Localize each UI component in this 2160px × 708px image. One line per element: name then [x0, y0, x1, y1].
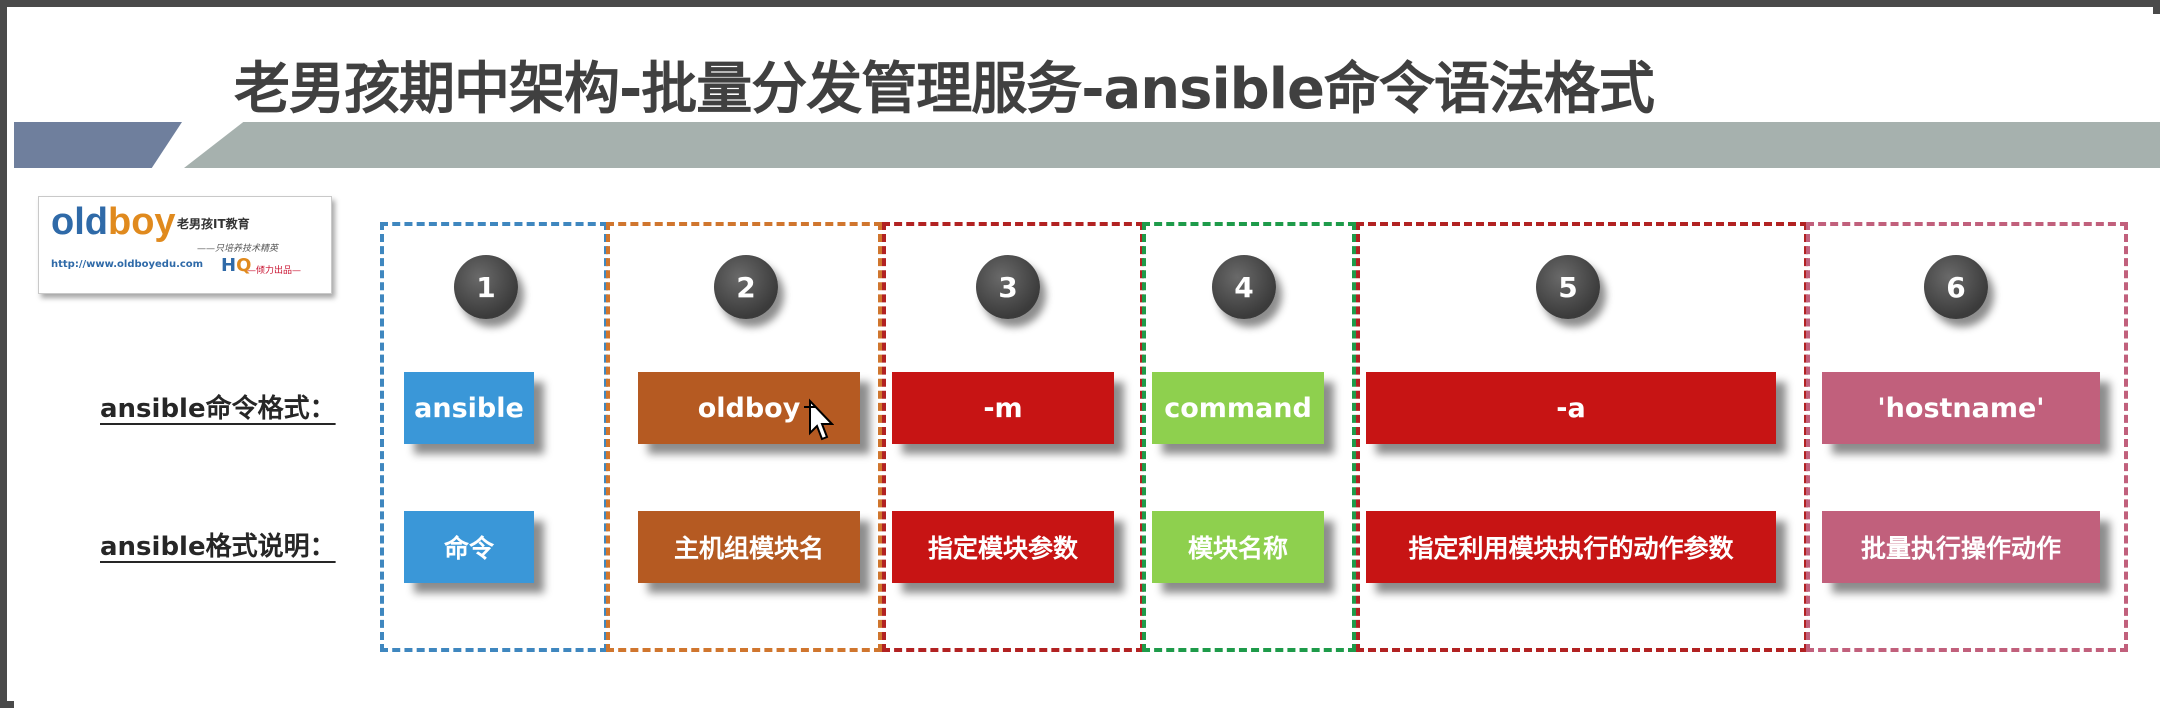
step-number-4: 4: [1212, 255, 1276, 319]
logo-hq-mark: HQ: [221, 255, 252, 276]
desc-box-5: 指定利用模块执行的动作参数: [1366, 511, 1776, 583]
logo-tag: —倾力出品—: [247, 266, 302, 276]
title-bar-accent: [14, 122, 182, 168]
cmd-box-m: -m: [892, 372, 1114, 444]
title-bar: [184, 122, 2160, 168]
desc-box-6: 批量执行操作动作: [1822, 511, 2100, 583]
logo-url: http://www.oldboyedu.com: [51, 259, 204, 270]
logo-cn-name: 老男孩IT教育: [177, 217, 250, 231]
step-number-6: 6: [1924, 255, 1988, 319]
desc-box-1: 命令: [404, 511, 534, 583]
column-2: [606, 222, 882, 652]
desc-box-3: 指定模块参数: [892, 511, 1114, 583]
desc-box-2: 主机组模块名: [638, 511, 860, 583]
desc-box-4: 模块名称: [1152, 511, 1324, 583]
oldboy-logo: oldboy 老男孩IT教育 ——只培养技术精英 http://www.oldb…: [38, 196, 332, 294]
cmd-box-ansible: ansible: [404, 372, 534, 444]
logo-slogan: ——只培养技术精英: [197, 244, 279, 254]
logo-wordmark: oldboy: [51, 201, 176, 243]
cmd-box-hostname: 'hostname': [1822, 372, 2100, 444]
cmd-box-command: command: [1152, 372, 1324, 444]
row-label-format: ansible命令格式：: [100, 394, 336, 424]
slide-title: 老男孩期中架构-批量分发管理服务-ansible命令语法格式: [234, 57, 1655, 122]
step-number-5: 5: [1536, 255, 1600, 319]
column-6: [1806, 222, 2128, 652]
column-4: [1142, 222, 1356, 652]
step-number-2: 2: [714, 255, 778, 319]
row-label-explain: ansible格式说明：: [100, 532, 336, 562]
step-number-3: 3: [976, 255, 1040, 319]
step-number-1: 1: [454, 255, 518, 319]
cmd-box-a: -a: [1366, 372, 1776, 444]
mouse-cursor-icon: [804, 398, 834, 441]
slide: 老男孩期中架构-批量分发管理服务-ansible命令语法格式 oldboy 老男…: [14, 14, 2160, 708]
